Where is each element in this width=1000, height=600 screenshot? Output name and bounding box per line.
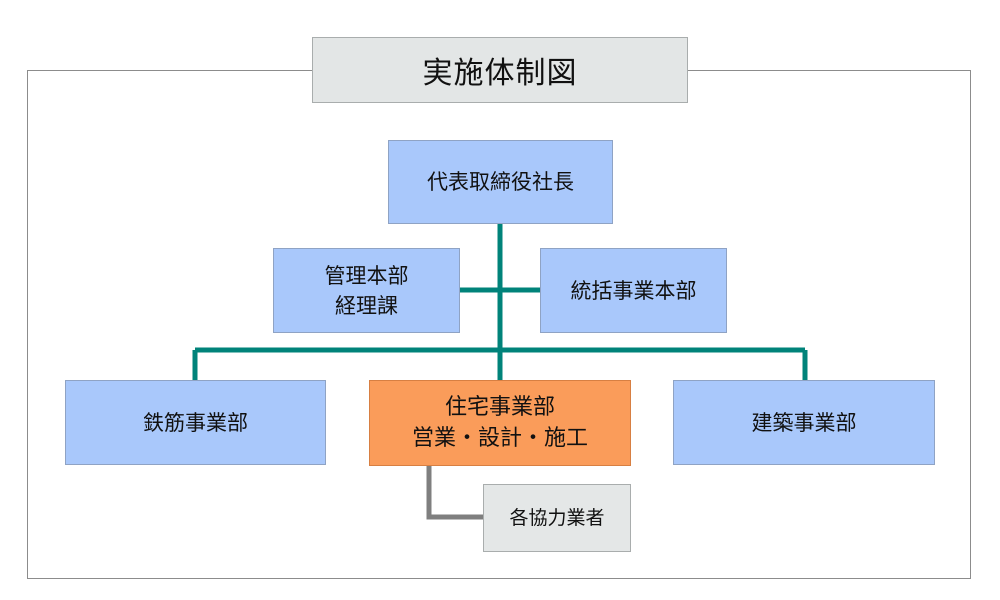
node-president-label: 代表取締役社長 <box>427 170 574 194</box>
node-partners: 各協力業者 <box>483 484 631 552</box>
node-management-line-2: 経理課 <box>335 293 398 318</box>
node-management-line-1: 管理本部 <box>324 263 409 288</box>
node-general-division-label: 統括事業本部 <box>570 278 697 303</box>
node-management: 管理本部 経理課 <box>273 248 460 333</box>
node-housing-division-line-1: 住宅事業部 <box>444 395 555 420</box>
node-rebar-division: 鉄筋事業部 <box>65 380 326 465</box>
node-construction-division: 建築事業部 <box>673 380 935 465</box>
node-construction-division-label: 建築事業部 <box>751 410 857 435</box>
diagram-title: 実施体制図 <box>312 37 688 103</box>
node-rebar-division-label: 鉄筋事業部 <box>143 410 248 435</box>
node-president: 代表取締役社長 <box>388 140 613 224</box>
node-partners-label: 各協力業者 <box>509 507 605 529</box>
node-housing-division: 住宅事業部 営業・設計・施工 <box>369 380 631 466</box>
partners-connector <box>426 466 483 520</box>
node-general-division: 統括事業本部 <box>540 248 727 333</box>
node-housing-division-line-2: 営業・設計・施工 <box>411 426 588 451</box>
